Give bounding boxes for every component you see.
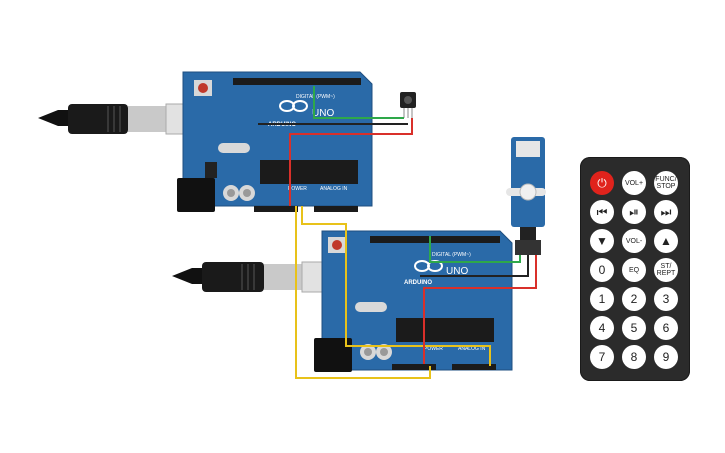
remote-button-0[interactable]: 0 bbox=[590, 258, 614, 282]
board-top-model: UNO bbox=[312, 108, 334, 119]
arduino-board-bottom[interactable]: ARDUINO UNO DIGITAL (PWM~) POWER ANALOG … bbox=[314, 230, 513, 372]
remote-button-st[interactable]: ST/ REPT bbox=[654, 258, 678, 282]
board-bottom-analog-label: ANALOG IN bbox=[458, 346, 486, 352]
remote-button-2[interactable]: 2 bbox=[622, 287, 646, 311]
board-top-power-label: POWER bbox=[288, 186, 307, 192]
usb-cable-top[interactable] bbox=[38, 103, 203, 135]
remote-button-8[interactable]: 8 bbox=[622, 345, 646, 369]
remote-button-power[interactable]: ⏻ bbox=[590, 171, 614, 195]
board-bottom-brand: ARDUINO bbox=[404, 280, 432, 286]
ir-receiver[interactable] bbox=[400, 92, 416, 118]
remote-button-up[interactable]: ▲ bbox=[654, 229, 678, 253]
wires-bottom[interactable] bbox=[295, 206, 537, 379]
remote-button-next[interactable]: ⏭ bbox=[654, 200, 678, 224]
remote-button-play[interactable]: ⏯ bbox=[622, 200, 646, 224]
remote-button-3[interactable]: 3 bbox=[654, 287, 678, 311]
remote-button-9[interactable]: 9 bbox=[654, 345, 678, 369]
remote-button-down[interactable]: ▼ bbox=[590, 229, 614, 253]
remote-button-func[interactable]: FUNC/ STOP bbox=[654, 171, 678, 195]
remote-button-prev[interactable]: ⏮ bbox=[590, 200, 614, 224]
remote-button-1[interactable]: 1 bbox=[590, 287, 614, 311]
board-top-digital-label: DIGITAL (PWM~) bbox=[296, 94, 335, 100]
remote-button-6[interactable]: 6 bbox=[654, 316, 678, 340]
remote-button-vol-down[interactable]: VOL- bbox=[622, 229, 646, 253]
arduino-board-top[interactable]: ARDUINO UNO DIGITAL (PWM~) POWER ANALOG … bbox=[177, 71, 373, 212]
remote-button-4[interactable]: 4 bbox=[590, 316, 614, 340]
remote-button-eq[interactable]: EQ bbox=[622, 258, 646, 282]
board-bottom-digital-label: DIGITAL (PWM~) bbox=[432, 252, 471, 258]
remote-button-vol-up[interactable]: VOL+ bbox=[622, 171, 646, 195]
remote-button-7[interactable]: 7 bbox=[590, 345, 614, 369]
servo-motor[interactable] bbox=[506, 137, 546, 255]
remote-button-5[interactable]: 5 bbox=[622, 316, 646, 340]
board-bottom-model: UNO bbox=[446, 266, 468, 277]
board-top-analog-label: ANALOG IN bbox=[320, 186, 348, 192]
wires-top[interactable] bbox=[258, 86, 413, 206]
board-bottom-power-label: POWER bbox=[424, 346, 443, 352]
